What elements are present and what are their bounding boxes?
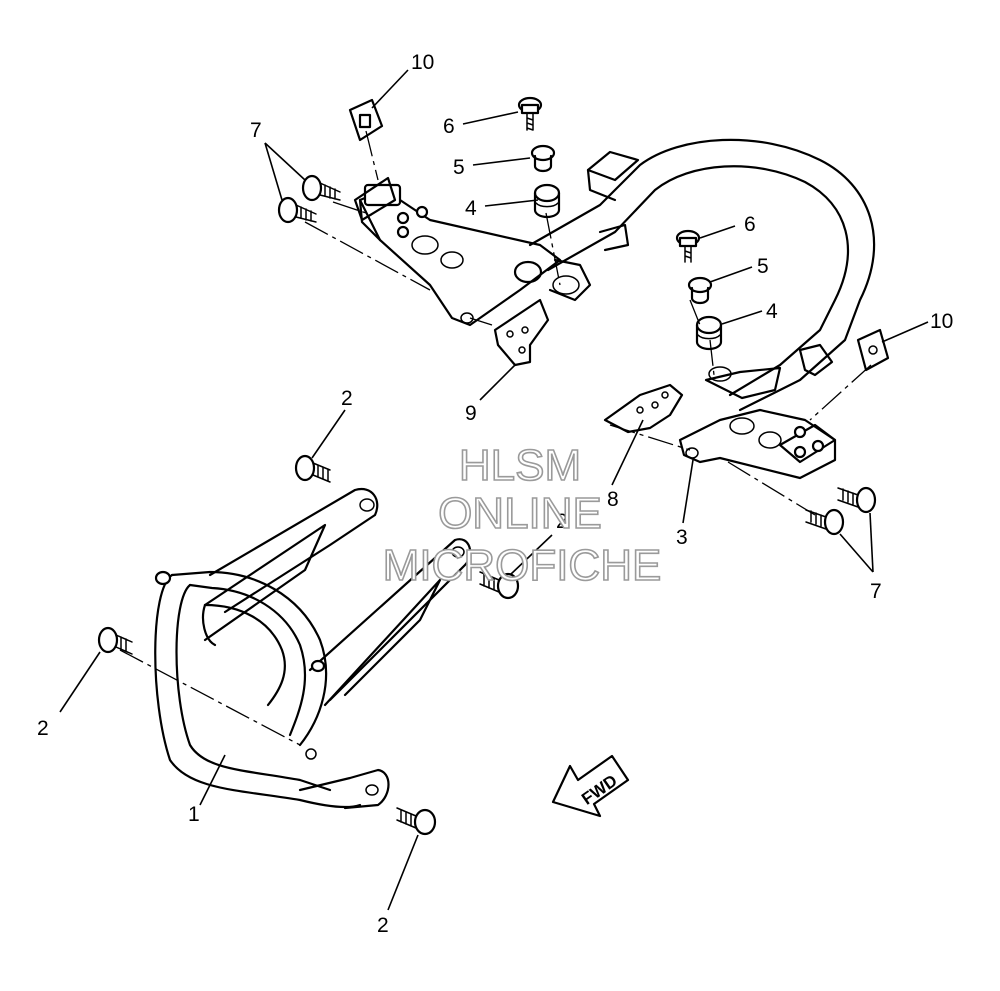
callout-labels: 10 7 6 5 4 6 5 4 10 9 8 3 7 2 2 2 1 2 (37, 51, 953, 937)
watermark-line-3: MICROFICHE (383, 541, 662, 590)
damper-plate-8 (603, 383, 684, 434)
right-mounting-hardware (778, 343, 837, 464)
callout-3: 3 (676, 526, 688, 549)
watermark: HLSM ONLINE MICROFICHE (382, 440, 662, 591)
callout-4-right: 4 (766, 300, 778, 323)
bolt-2-left (97, 626, 133, 655)
watermark-line-1: HLSM (459, 441, 581, 490)
callout-6-right: 6 (744, 213, 756, 236)
forward-direction-arrow: FWD (551, 754, 630, 818)
callout-7-left: 7 (250, 119, 262, 142)
bolt-2-middle (479, 571, 520, 600)
callout-5-top: 5 (453, 156, 465, 179)
bolt-2-upper (294, 454, 331, 483)
callout-10-top: 10 (411, 51, 434, 74)
callout-2-left: 2 (37, 717, 49, 740)
callout-6-top: 6 (443, 115, 455, 138)
callout-2-upper: 2 (341, 387, 353, 410)
callout-8: 8 (607, 488, 619, 511)
callout-2-middle: 2 (556, 510, 568, 533)
clip-nut-10-left (348, 98, 384, 142)
callout-9: 9 (465, 402, 477, 425)
collar-5-right (687, 276, 713, 305)
bolt-6-right (675, 229, 701, 263)
grommet-4-right (695, 315, 723, 351)
bolt-7-left-upper (301, 174, 341, 202)
callout-5-right: 5 (757, 255, 769, 278)
collar-5-top (530, 144, 556, 173)
alignment-lines (119, 130, 872, 746)
clip-nut-10-right (856, 328, 890, 372)
callout-10-right: 10 (930, 310, 953, 333)
bolt-6-top (517, 96, 543, 131)
callout-2-lower: 2 (377, 914, 389, 937)
callout-7-right: 7 (870, 580, 882, 603)
front-guard-frame (154, 487, 472, 810)
bolt-7-right-lower (805, 508, 845, 536)
callout-4-top: 4 (465, 197, 477, 220)
bolt-2-lower (396, 807, 437, 836)
callout-1: 1 (188, 803, 200, 826)
leader-lines (59, 69, 929, 911)
grommet-4-top (533, 183, 561, 219)
left-mounting-hardware (353, 176, 429, 239)
watermark-line-2: ONLINE (438, 489, 602, 538)
rear-carrier-frame (358, 138, 876, 480)
damper-plate-9 (493, 298, 550, 367)
bolt-7-left-lower (277, 196, 317, 224)
bolt-7-right-upper (837, 486, 877, 514)
